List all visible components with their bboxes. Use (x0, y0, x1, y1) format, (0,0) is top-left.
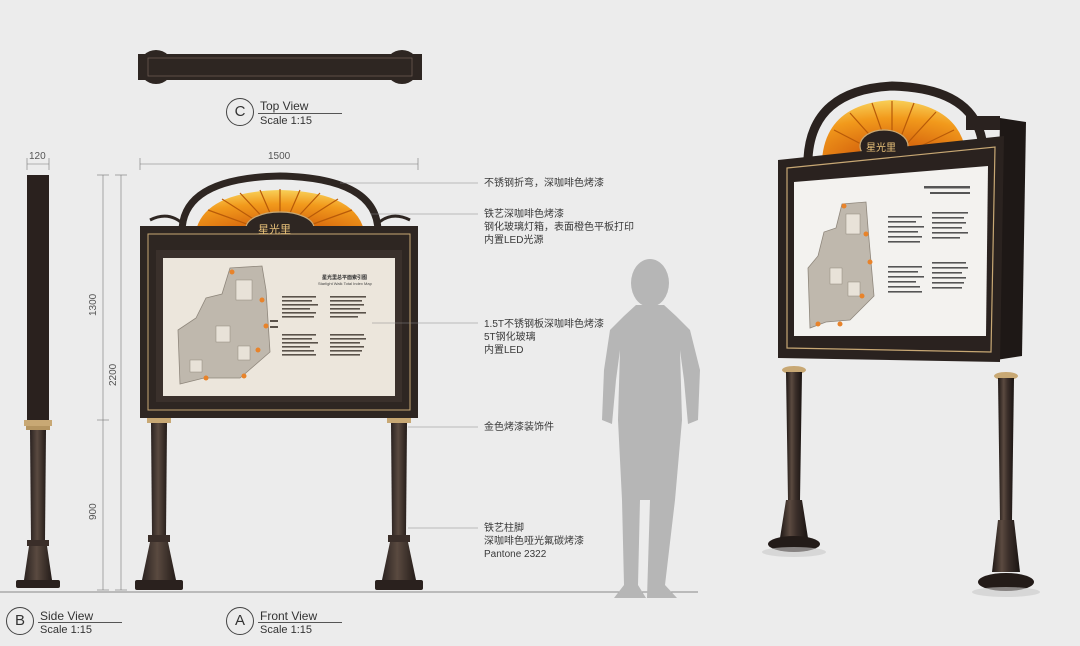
panel-note-line-1: 1.5T不锈钢板深咖啡色烤漆 (484, 319, 605, 330)
render-3d-view (762, 81, 1040, 597)
front-view-underline (258, 622, 342, 623)
panel-note: 1.5T不锈钢板深咖啡色烤漆 5T钢化玻璃 内置LED (484, 318, 604, 357)
lightbox-note-line-3: 内置LED光源 (484, 235, 544, 246)
front-map-title-cn: 星光里总平面索引图 (322, 275, 368, 281)
directory-text-lines (270, 296, 366, 356)
top-view-title: Top View (260, 99, 309, 113)
ornament-note: 金色烤漆装饰件 (484, 421, 554, 434)
top-view-scale: Scale 1:15 (260, 115, 312, 127)
front-logo-text: 星光里 (258, 223, 291, 236)
front-view-title: Front View (260, 609, 318, 623)
front-width-dim: 1500 (268, 151, 291, 162)
render-logo-text: 星光里 (866, 143, 896, 154)
total-height-dim: 2200 (108, 363, 119, 386)
side-view-drawing (16, 158, 60, 588)
leader-lines (340, 182, 478, 529)
render-map-markers (815, 203, 873, 327)
map-markers (203, 269, 269, 381)
post-note-line-2: 深咖啡色哑光氟碳烤漆 (484, 536, 584, 547)
person-silhouette (602, 259, 700, 598)
front-view-scale: Scale 1:15 (260, 624, 312, 636)
side-view-underline (38, 622, 122, 623)
post-note-line-3: Pantone 2322 (484, 549, 547, 560)
panel-height-dim: 1300 (88, 293, 99, 316)
side-view-scale: Scale 1:15 (40, 624, 92, 636)
post-note-line-1: 铁艺柱脚 (484, 523, 524, 534)
render-text-lines (888, 186, 970, 293)
front-view-drawing (97, 158, 423, 591)
panel-note-line-2: 5T钢化玻璃 (484, 332, 536, 343)
ornament-note-line-1: 金色烤漆装饰件 (484, 422, 554, 433)
side-width-dim: 120 (29, 151, 46, 162)
arch-note: 不锈钢折弯，深咖啡色烤漆 (484, 177, 604, 190)
arch-note-line-1: 不锈钢折弯，深咖啡色烤漆 (484, 178, 604, 189)
lightbox-note-line-2: 钢化玻璃灯箱，表面橙色平板打印 (484, 222, 634, 233)
post-height-dim: 900 (88, 503, 99, 520)
front-view-badge: A (226, 607, 254, 635)
front-map-title-en: Starlight Walk Total Index Map (318, 281, 372, 286)
top-view-drawing (138, 50, 422, 84)
top-view-badge: C (226, 98, 254, 126)
side-view-badge: B (6, 607, 34, 635)
post-note: 铁艺柱脚 深咖啡色哑光氟碳烤漆 Pantone 2322 (484, 522, 584, 561)
side-view-title: Side View (40, 609, 94, 623)
panel-note-line-3: 内置LED (484, 345, 524, 356)
top-view-underline (258, 113, 342, 114)
lightbox-note: 铁艺深咖啡色烤漆 钢化玻璃灯箱，表面橙色平板打印 内置LED光源 (484, 208, 634, 247)
lightbox-note-line-1: 铁艺深咖啡色烤漆 (484, 209, 564, 220)
